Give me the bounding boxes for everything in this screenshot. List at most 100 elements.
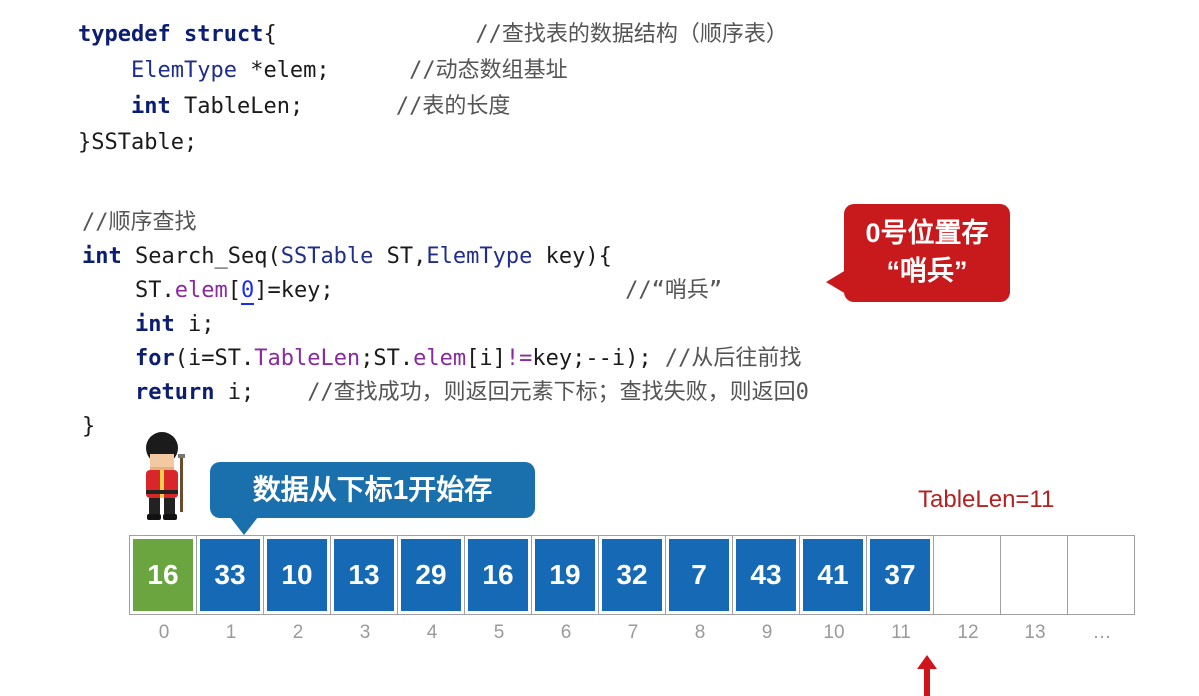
code-line: int TableLen; //表的长度 xyxy=(78,92,510,122)
code-token: (i=ST. xyxy=(174,346,255,371)
array-cell xyxy=(1000,535,1068,615)
array-cell: 16 xyxy=(129,535,197,615)
callout-tail xyxy=(230,517,258,535)
code-token xyxy=(82,380,135,405)
array-index-label: 7 xyxy=(627,622,639,643)
code-token: 0 xyxy=(240,278,255,305)
array-index-label: 12 xyxy=(957,622,979,643)
array-index-label: 4 xyxy=(426,622,438,643)
code-token xyxy=(78,94,131,119)
code-token xyxy=(78,58,131,83)
array-cell: 32 xyxy=(598,535,666,615)
array-index-label: 5 xyxy=(493,622,505,643)
array-index-label: 6 xyxy=(560,622,572,643)
code-token xyxy=(82,312,135,337)
code-token: *elem; xyxy=(236,58,410,83)
code-line: } xyxy=(82,412,95,442)
code-token: int xyxy=(130,94,171,119)
array-cell: 7 xyxy=(665,535,733,615)
code-line: ST.elem[0]=key; //“哨兵” xyxy=(82,276,722,306)
array-index-label: 10 xyxy=(823,622,845,643)
code-line: int i; xyxy=(82,310,215,340)
start-index-callout-text: 数据从下标1开始存 xyxy=(252,474,493,505)
code-token: //“哨兵” xyxy=(625,278,723,303)
code-line: }SSTable; xyxy=(78,128,197,158)
code-token: int xyxy=(134,312,175,337)
up-arrow-icon xyxy=(917,655,937,696)
code-line: //顺序查找 xyxy=(82,208,197,238)
code-token: elem xyxy=(174,278,228,303)
array-cell xyxy=(933,535,1001,615)
array-index-label: 11 xyxy=(891,622,911,643)
array-index-label: 0 xyxy=(158,622,170,643)
code-token: ST, xyxy=(373,244,427,269)
array-index-label: 13 xyxy=(1024,622,1046,643)
code-line: typedef struct{ //查找表的数据结构（顺序表） xyxy=(78,20,788,50)
array-cell-value: 10 xyxy=(267,539,327,611)
array-index-label: 9 xyxy=(761,622,773,643)
code-line: ElemType *elem; //动态数组基址 xyxy=(78,56,568,86)
code-token: TableLen xyxy=(254,346,361,371)
code-token: //从后往前找 xyxy=(664,346,802,371)
code-token: ElemType xyxy=(426,244,533,269)
code-token: }SSTable; xyxy=(78,130,198,155)
code-token: //动态数组基址 xyxy=(409,58,568,83)
array-cell-value: 13 xyxy=(334,539,394,611)
sentinel-callout: 0号位置存 “哨兵” xyxy=(826,204,1010,302)
array-cell: 33 xyxy=(196,535,264,615)
array-index-label: 8 xyxy=(694,622,706,643)
code-token xyxy=(82,346,135,371)
code-token: } xyxy=(82,414,96,439)
code-line: int Search_Seq(SSTable ST,ElemType key){ xyxy=(82,242,612,272)
array-cell: 37 xyxy=(866,535,934,615)
sentinel-guard-icon xyxy=(146,432,185,520)
array-cell-value: 32 xyxy=(602,539,662,611)
table-len-label: TableLen=11 xyxy=(918,486,1055,513)
code-token: != xyxy=(505,346,533,371)
array-index-label: 2 xyxy=(292,622,304,643)
array-index-label: 3 xyxy=(359,622,371,643)
array-cell-value: 16 xyxy=(468,539,528,611)
array-cell-value: 29 xyxy=(401,539,461,611)
code-token: SSTable xyxy=(280,244,374,269)
array-cell: 19 xyxy=(531,535,599,615)
array-cell xyxy=(1067,535,1135,615)
array-cell: 16 xyxy=(464,535,532,615)
code-token: int xyxy=(82,244,122,269)
code-token: //顺序查找 xyxy=(82,210,197,235)
array-cell-value: 7 xyxy=(669,539,729,611)
sentinel-callout-line1: 0号位置存 xyxy=(865,218,989,248)
callout-tail xyxy=(826,270,846,294)
array-cell: 13 xyxy=(330,535,398,615)
code-token: ST. xyxy=(82,278,175,303)
code-token: [ xyxy=(227,278,241,303)
code-token: key){ xyxy=(532,244,612,269)
code-token: i; xyxy=(174,312,215,337)
array-cell: 29 xyxy=(397,535,465,615)
code-line: return i; //查找成功，则返回元素下标；查找失败，则返回0 xyxy=(82,378,809,408)
array-cell-value: 43 xyxy=(736,539,796,611)
array-cell: 41 xyxy=(799,535,867,615)
code-token: i; xyxy=(214,380,308,405)
array-index-label: 1 xyxy=(225,622,237,643)
sentinel-callout-line2: “哨兵” xyxy=(886,256,968,286)
code-token: //查找表的数据结构（顺序表） xyxy=(276,22,788,47)
array-cell: 10 xyxy=(263,535,331,615)
array-cell-value: 16 xyxy=(133,539,193,611)
code-token: //表的长度 xyxy=(395,94,511,119)
code-token: TableLen; xyxy=(170,94,396,119)
code-token: typedef struct xyxy=(78,22,264,47)
array-index-label: … xyxy=(1092,622,1112,643)
code-line: for(i=ST.TableLen;ST.elem[i]!=key;--i); … xyxy=(82,344,801,374)
array-cell: 43 xyxy=(732,535,800,615)
array-cell-value: 19 xyxy=(535,539,595,611)
code-token: for xyxy=(134,346,175,371)
array-cell-value: 37 xyxy=(870,539,930,611)
code-token: elem xyxy=(413,346,467,371)
code-token: [i] xyxy=(466,346,506,371)
code-token: ;ST. xyxy=(360,346,414,371)
array-cell-value: 33 xyxy=(200,539,260,611)
code-token: ElemType xyxy=(130,58,237,83)
code-token: //查找成功，则返回元素下标；查找失败，则返回0 xyxy=(307,380,809,405)
